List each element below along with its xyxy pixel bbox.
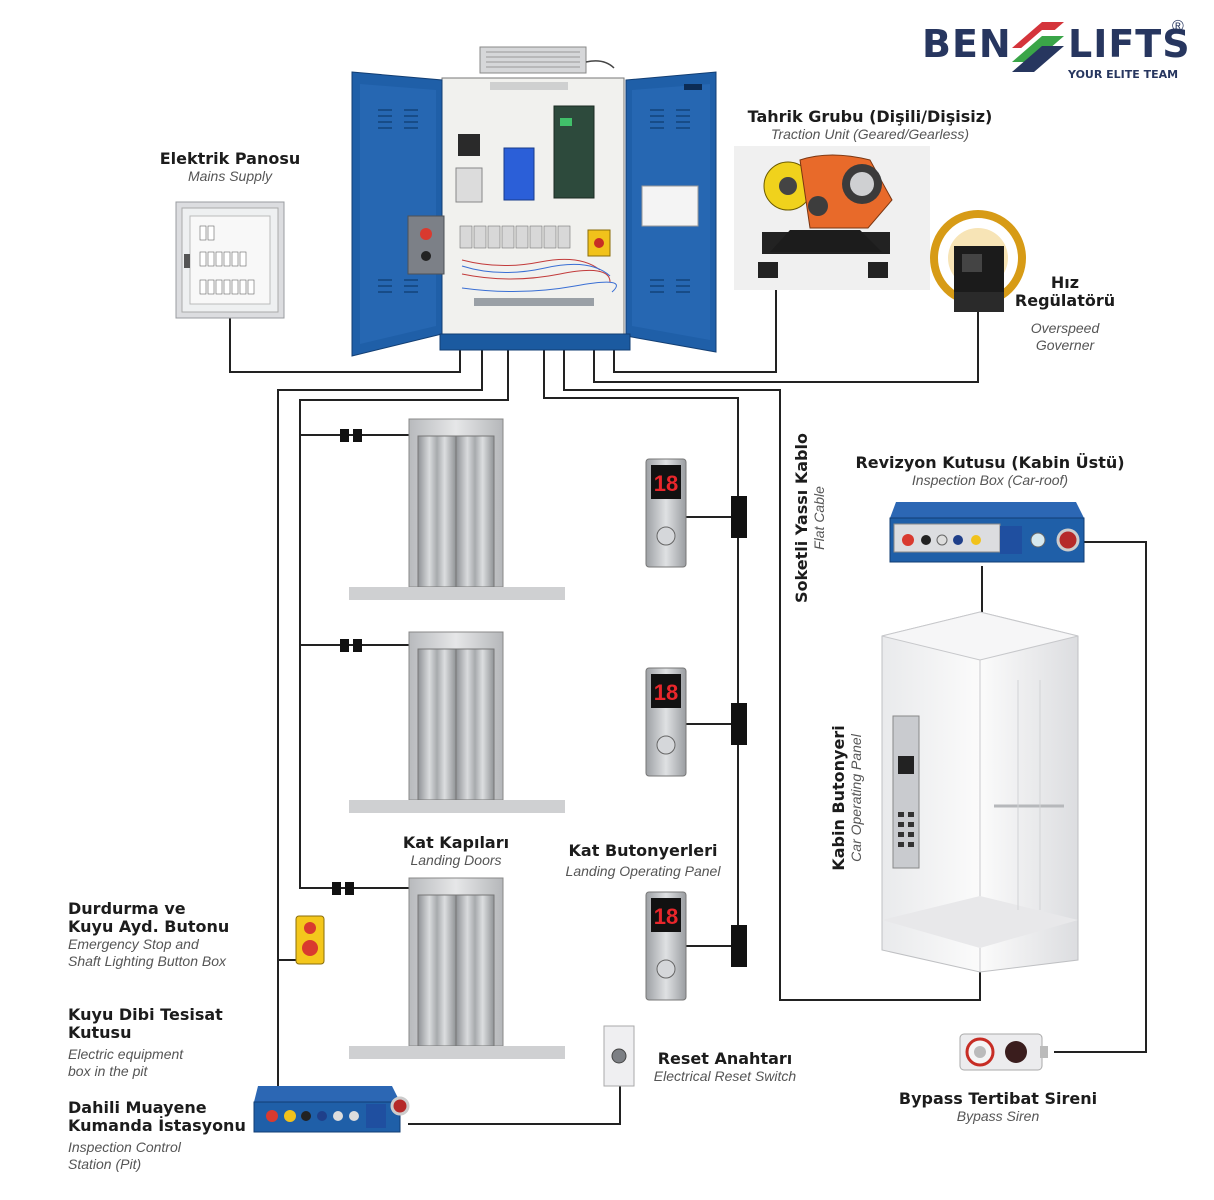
landing-door-1 <box>349 418 565 600</box>
bypass-siren-label: Bypass Tertibat Sireni Bypass Siren <box>886 1090 1110 1125</box>
emergency-stop-subtitle-2: Shaft Lighting Button Box <box>68 953 226 969</box>
reset-switch-subtitle: Electrical Reset Switch <box>653 1068 797 1084</box>
flat-cable-label: Soketli Yassı Kablo Flat Cable <box>792 423 837 613</box>
bypass-siren <box>959 1033 1048 1071</box>
landing-door-2 <box>349 631 565 813</box>
wire-mains <box>229 318 461 373</box>
governor-label: Hız Regülatörü Overspeed Governer <box>1010 274 1120 354</box>
benlifts-logo: BEN LIFTS ® YOUR ELITE TEAM <box>922 18 1192 86</box>
bypass-siren-subtitle: Bypass Siren <box>956 1108 1040 1124</box>
governor-title-2: Regülatörü <box>1014 291 1116 310</box>
door-connector-3 <box>332 882 354 895</box>
traction-unit-title: Tahrik Grubu (Dişili/Dişisiz) <box>747 107 993 126</box>
pit-inspection-label: Dahili Muayene Kumanda İstasyonu Inspect… <box>68 1099 268 1173</box>
wire-governor <box>593 312 979 383</box>
wire-flat-cable <box>563 348 981 1001</box>
inspection-box-title: Revizyon Kutusu (Kabin Üstü) <box>855 453 1125 472</box>
pit-box-title-1: Kuyu Dibi Tesisat <box>68 1005 223 1024</box>
wire-landing-panels <box>543 348 739 964</box>
landing-doors-label: Kat Kapıları Landing Doors <box>386 834 526 869</box>
landing-doors-title: Kat Kapıları <box>402 833 510 852</box>
bypass-siren-title: Bypass Tertibat Sireni <box>898 1089 1098 1108</box>
logo-tagline: YOUR ELITE TEAM <box>1068 68 1179 81</box>
pit-box-title-2: Kutusu <box>68 1023 132 1042</box>
landing-panel-3: 18 <box>645 891 687 1001</box>
elevator-cabin <box>881 611 1079 973</box>
emergency-stop-title-1: Durdurma ve <box>68 899 186 918</box>
flat-cable-title: Soketli Yassı Kablo <box>792 433 811 603</box>
logo-registered: ® <box>1172 18 1184 35</box>
landing-panel-label: Kat Butonyerleri Landing Operating Panel <box>548 842 738 880</box>
traction-unit <box>734 146 930 290</box>
pit-inspection-station <box>253 1086 410 1133</box>
landing-door-3 <box>349 877 565 1059</box>
mains-supply-label: Elektrik Panosu Mains Supply <box>130 150 330 185</box>
wires <box>229 290 1147 1125</box>
landing-panel-2: 18 <box>645 667 687 777</box>
car-operating-panel-title: Kabin Butonyeri <box>829 725 848 871</box>
logo-text-ben: BEN <box>922 22 1012 66</box>
svg-text:18: 18 <box>654 471 678 496</box>
mains-supply-subtitle: Mains Supply <box>187 168 273 184</box>
flat-cable-subtitle: Flat Cable <box>811 486 827 550</box>
wire-reset <box>408 1086 621 1125</box>
pit-inspection-subtitle-1: Inspection Control <box>68 1139 181 1155</box>
reset-switch <box>603 1025 635 1087</box>
svg-text:18: 18 <box>654 904 678 929</box>
door-connector-2 <box>340 639 362 652</box>
landing-panel-subtitle: Landing Operating Panel <box>565 863 721 879</box>
reset-switch-label: Reset Anahtarı Electrical Reset Switch <box>640 1050 810 1085</box>
pit-box-label: Kuyu Dibi Tesisat Kutusu Electric equipm… <box>68 1006 268 1080</box>
inspection-box-label: Revizyon Kutusu (Kabin Üstü) Inspection … <box>850 454 1130 489</box>
pit-inspection-subtitle-2: Station (Pit) <box>68 1156 142 1172</box>
traction-unit-subtitle: Traction Unit (Geared/Gearless) <box>770 126 970 142</box>
pit-box-subtitle-1: Electric equipment <box>68 1046 184 1062</box>
logo-mark-icon <box>1012 22 1064 72</box>
emergency-stop-subtitle-1: Emergency Stop and <box>68 936 199 952</box>
car-operating-panel-subtitle: Car Operating Panel <box>848 734 864 862</box>
flat-cable-socket-3 <box>731 925 747 967</box>
landing-panel-1: 18 <box>645 458 687 568</box>
flat-cable-socket-1 <box>731 496 747 538</box>
emergency-stop-title-2: Kuyu Ayd. Butonu <box>68 917 230 936</box>
governor-subtitle-1: Overspeed <box>1030 320 1100 336</box>
landing-panel-title: Kat Butonyerleri <box>568 841 718 860</box>
mains-supply-box <box>175 201 285 319</box>
reset-switch-title: Reset Anahtarı <box>657 1049 793 1068</box>
controller-cabinet <box>351 46 717 357</box>
svg-text:18: 18 <box>654 680 678 705</box>
governor-title-1: Hız <box>1050 273 1080 292</box>
logo-text-lifts: LIFTS <box>1068 22 1191 66</box>
landing-doors-subtitle: Landing Doors <box>410 852 502 868</box>
pit-inspection-title-2: Kumanda İstasyonu <box>68 1116 246 1135</box>
flat-cable-socket-2 <box>731 703 747 745</box>
inspection-box-subtitle: Inspection Box (Car-roof) <box>911 472 1069 488</box>
traction-unit-label: Tahrik Grubu (Dişili/Dişisiz) Traction U… <box>730 108 1010 143</box>
governor-subtitle-2: Governer <box>1035 337 1095 353</box>
pit-box-subtitle-2: box in the pit <box>68 1063 148 1079</box>
connectors <box>332 429 747 967</box>
pit-inspection-title-1: Dahili Muayene <box>68 1098 207 1117</box>
inspection-box-car-roof <box>889 502 1085 563</box>
car-operating-panel-label: Kabin Butonyeri Car Operating Panel <box>829 708 870 888</box>
wire-traction <box>613 290 777 373</box>
emergency-stop-box <box>295 915 325 965</box>
overspeed-governor <box>930 210 1026 312</box>
wire-bypass <box>1054 541 1147 1053</box>
emergency-stop-label: Durdurma ve Kuyu Ayd. Butonu Emergency S… <box>68 900 268 970</box>
door-connector-1 <box>340 429 362 442</box>
wire-pit-box <box>277 348 483 1088</box>
mains-supply-title: Elektrik Panosu <box>159 149 301 168</box>
